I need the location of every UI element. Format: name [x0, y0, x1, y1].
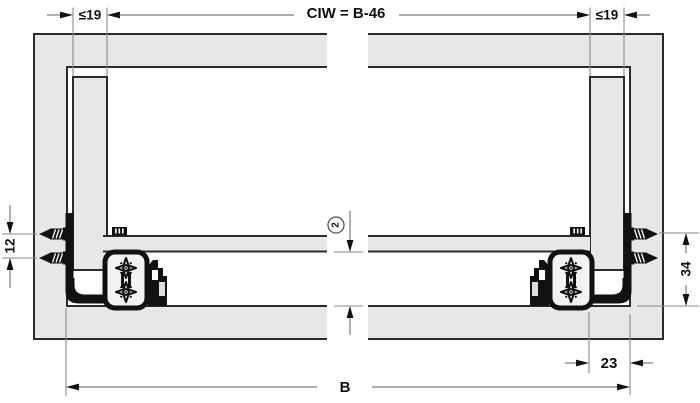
dimension-label-carcase-width: B	[340, 379, 351, 396]
dimension-carcase-width: B	[65, 308, 630, 396]
dimension-label-runner-height: 34	[679, 261, 694, 277]
drawer	[72, 76, 625, 271]
cabinet-top-right-segment	[368, 33, 664, 67]
cabinet-bottom-left-segment	[33, 307, 327, 340]
dimension-screw-offset: 12	[2, 205, 37, 288]
dimension-runner-height: 34	[637, 232, 699, 307]
dimension-side-allowance: 23	[565, 312, 653, 395]
drawer-bottom-panel	[103, 235, 590, 253]
dimension-label-side-allowance: 23	[601, 355, 618, 372]
cabinet-top-left-segment	[33, 33, 327, 67]
drawer-side-panel-right	[589, 76, 625, 271]
cabinet-side-left	[33, 33, 67, 340]
callout-label-2: 2	[331, 222, 342, 228]
dimension-label-right-panel-thickness: ≤19	[596, 8, 618, 23]
cabinet-outline	[33, 33, 664, 340]
drawer-side-panel-left	[72, 76, 108, 271]
dimension-label-internal-width: CIW = B-46	[307, 5, 386, 22]
cabinet-carcase	[33, 33, 664, 340]
dimension-callout-2: 2	[327, 211, 363, 335]
cabinet-side-right	[630, 33, 664, 340]
cabinet-bottom-right-segment	[368, 307, 664, 340]
dimension-top: ≤19 CIW = B-46 ≤19	[47, 5, 650, 76]
callout-circle	[327, 216, 345, 234]
dimension-label-left-panel-thickness: ≤19	[79, 8, 101, 23]
dimension-label-screw-offset: 12	[3, 238, 18, 253]
